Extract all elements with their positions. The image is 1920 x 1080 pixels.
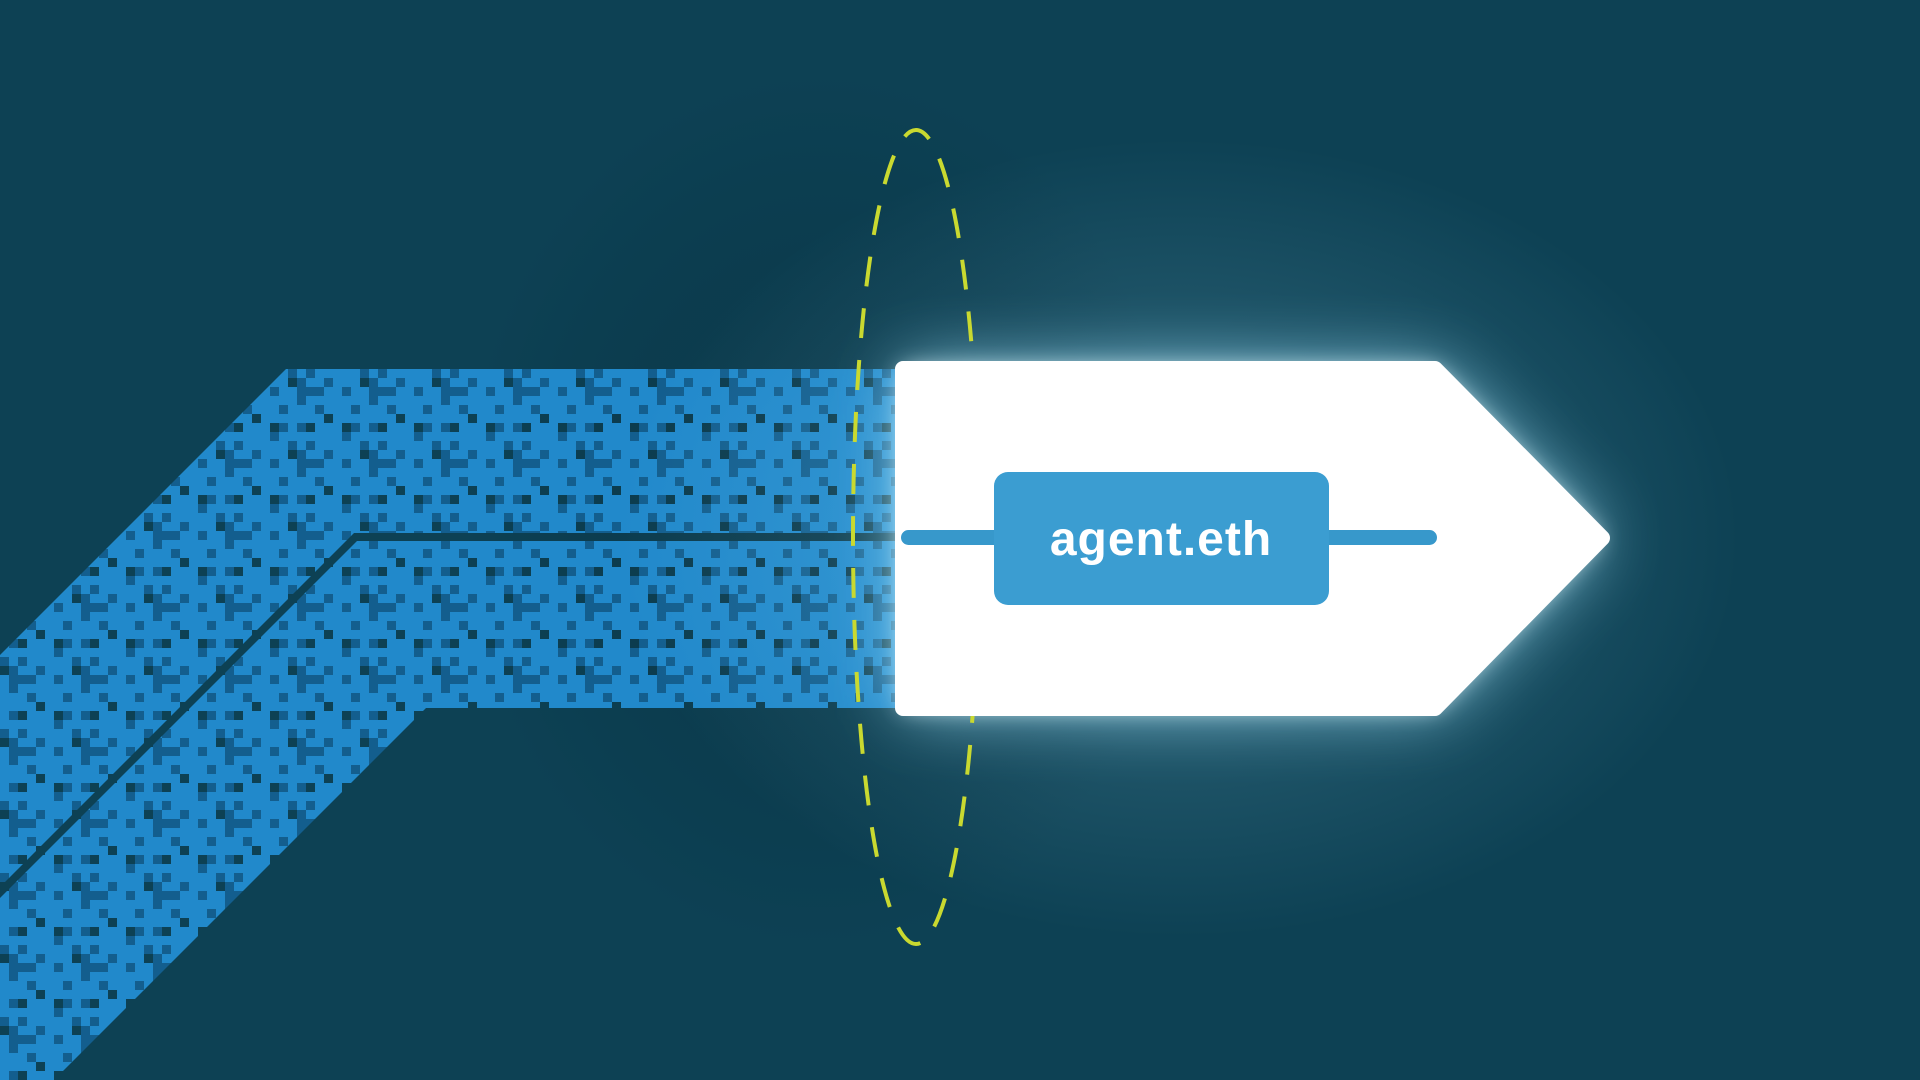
ens-name-label <box>994 472 1329 605</box>
ens-name-text: agent.eth <box>1050 513 1272 566</box>
